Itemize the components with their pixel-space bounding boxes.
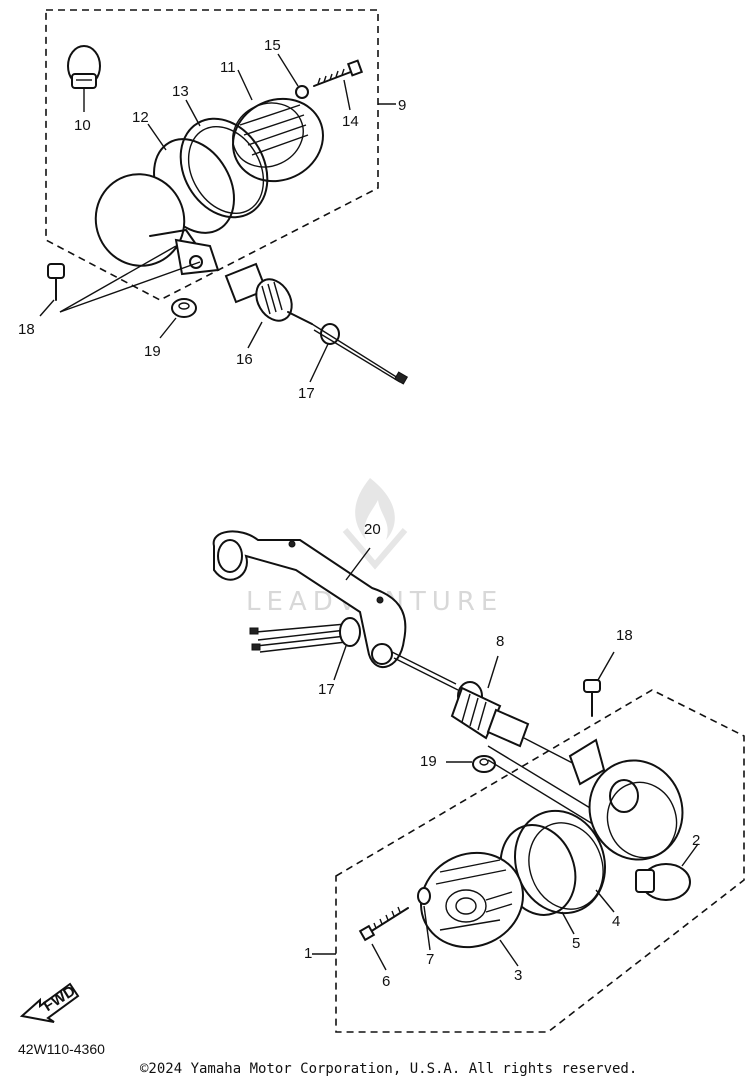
screw-18-upper	[39, 263, 65, 317]
callout-7: 7	[426, 951, 434, 968]
callout-11: 11	[220, 59, 236, 76]
bracket-20	[212, 530, 407, 668]
bolt-6	[358, 906, 409, 971]
copyright-notice: ©2024 Yamaha Motor Corporation, U.S.A. A…	[140, 1061, 638, 1077]
grommet-17-lower	[249, 617, 361, 681]
grommet-17-upper	[309, 323, 409, 385]
callout-8: 8	[496, 633, 504, 650]
callout-16: 16	[236, 351, 253, 368]
callout-19-upper: 19	[144, 343, 161, 360]
callout-3: 3	[514, 967, 522, 984]
ring-13	[179, 99, 269, 219]
fwd-arrow-icon: FWD	[19, 982, 80, 1023]
socket-16	[224, 262, 313, 349]
callout-19-lower: 19	[420, 753, 437, 770]
lens-11	[232, 69, 324, 183]
callout-15: 15	[264, 37, 281, 54]
callout-12: 12	[132, 109, 149, 126]
screw-18-lower	[583, 651, 615, 717]
callout-2: 2	[692, 832, 700, 849]
callout-5: 5	[572, 935, 580, 952]
bolt-14	[313, 59, 364, 111]
nut-15	[277, 53, 309, 99]
callout-labels: 1 2 3 4 5 6 7 8 9 10 11 12 13 14 15 16 1…	[18, 37, 700, 990]
callout-17-upper: 17	[298, 385, 315, 402]
lens-3	[420, 851, 524, 967]
housing-lower	[568, 738, 684, 861]
callout-17-lower: 17	[318, 681, 335, 698]
socket-8	[450, 655, 587, 771]
callout-20: 20	[364, 521, 381, 538]
upper-assembly-boundary	[45, 9, 379, 301]
lower-assembly-boundary	[335, 689, 745, 1033]
callout-13: 13	[172, 83, 189, 100]
callout-18-lower: 18	[616, 627, 633, 644]
bulb-10	[67, 45, 101, 112]
callout-4: 4	[612, 913, 620, 930]
callout-10: 10	[74, 117, 91, 134]
callout-18-upper: 18	[18, 321, 35, 338]
callout-6: 6	[382, 973, 390, 990]
lower-assembly	[312, 689, 745, 1033]
nut-19-upper	[159, 298, 197, 339]
callout-9: 9	[398, 97, 406, 114]
housing	[94, 173, 220, 276]
bulb-2	[635, 843, 699, 901]
upper-assembly	[39, 9, 409, 385]
document-code: 42W110-4360	[18, 1041, 105, 1057]
nut-19-lower	[446, 755, 496, 773]
nut-7	[417, 887, 431, 951]
callout-14: 14	[342, 113, 359, 130]
callout-1: 1	[304, 945, 312, 962]
